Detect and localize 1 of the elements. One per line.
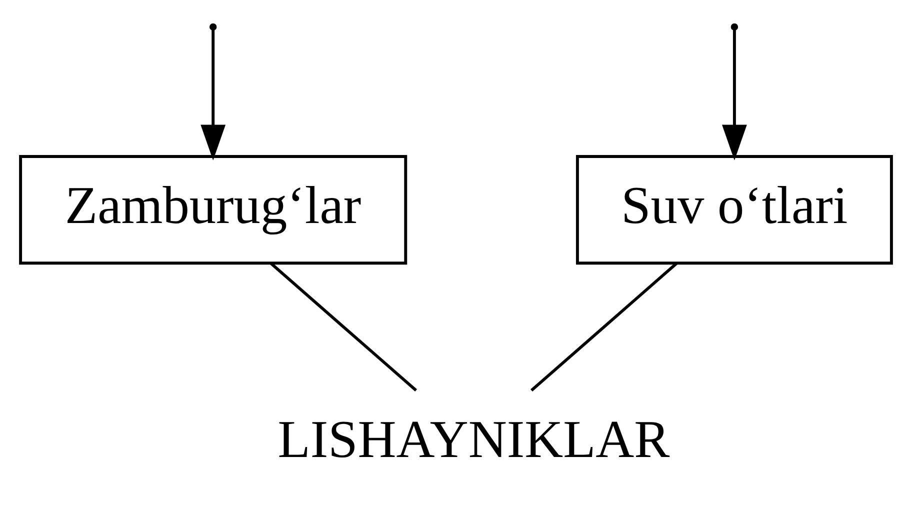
node-text: LISHAYNIKLAR [278,408,670,469]
